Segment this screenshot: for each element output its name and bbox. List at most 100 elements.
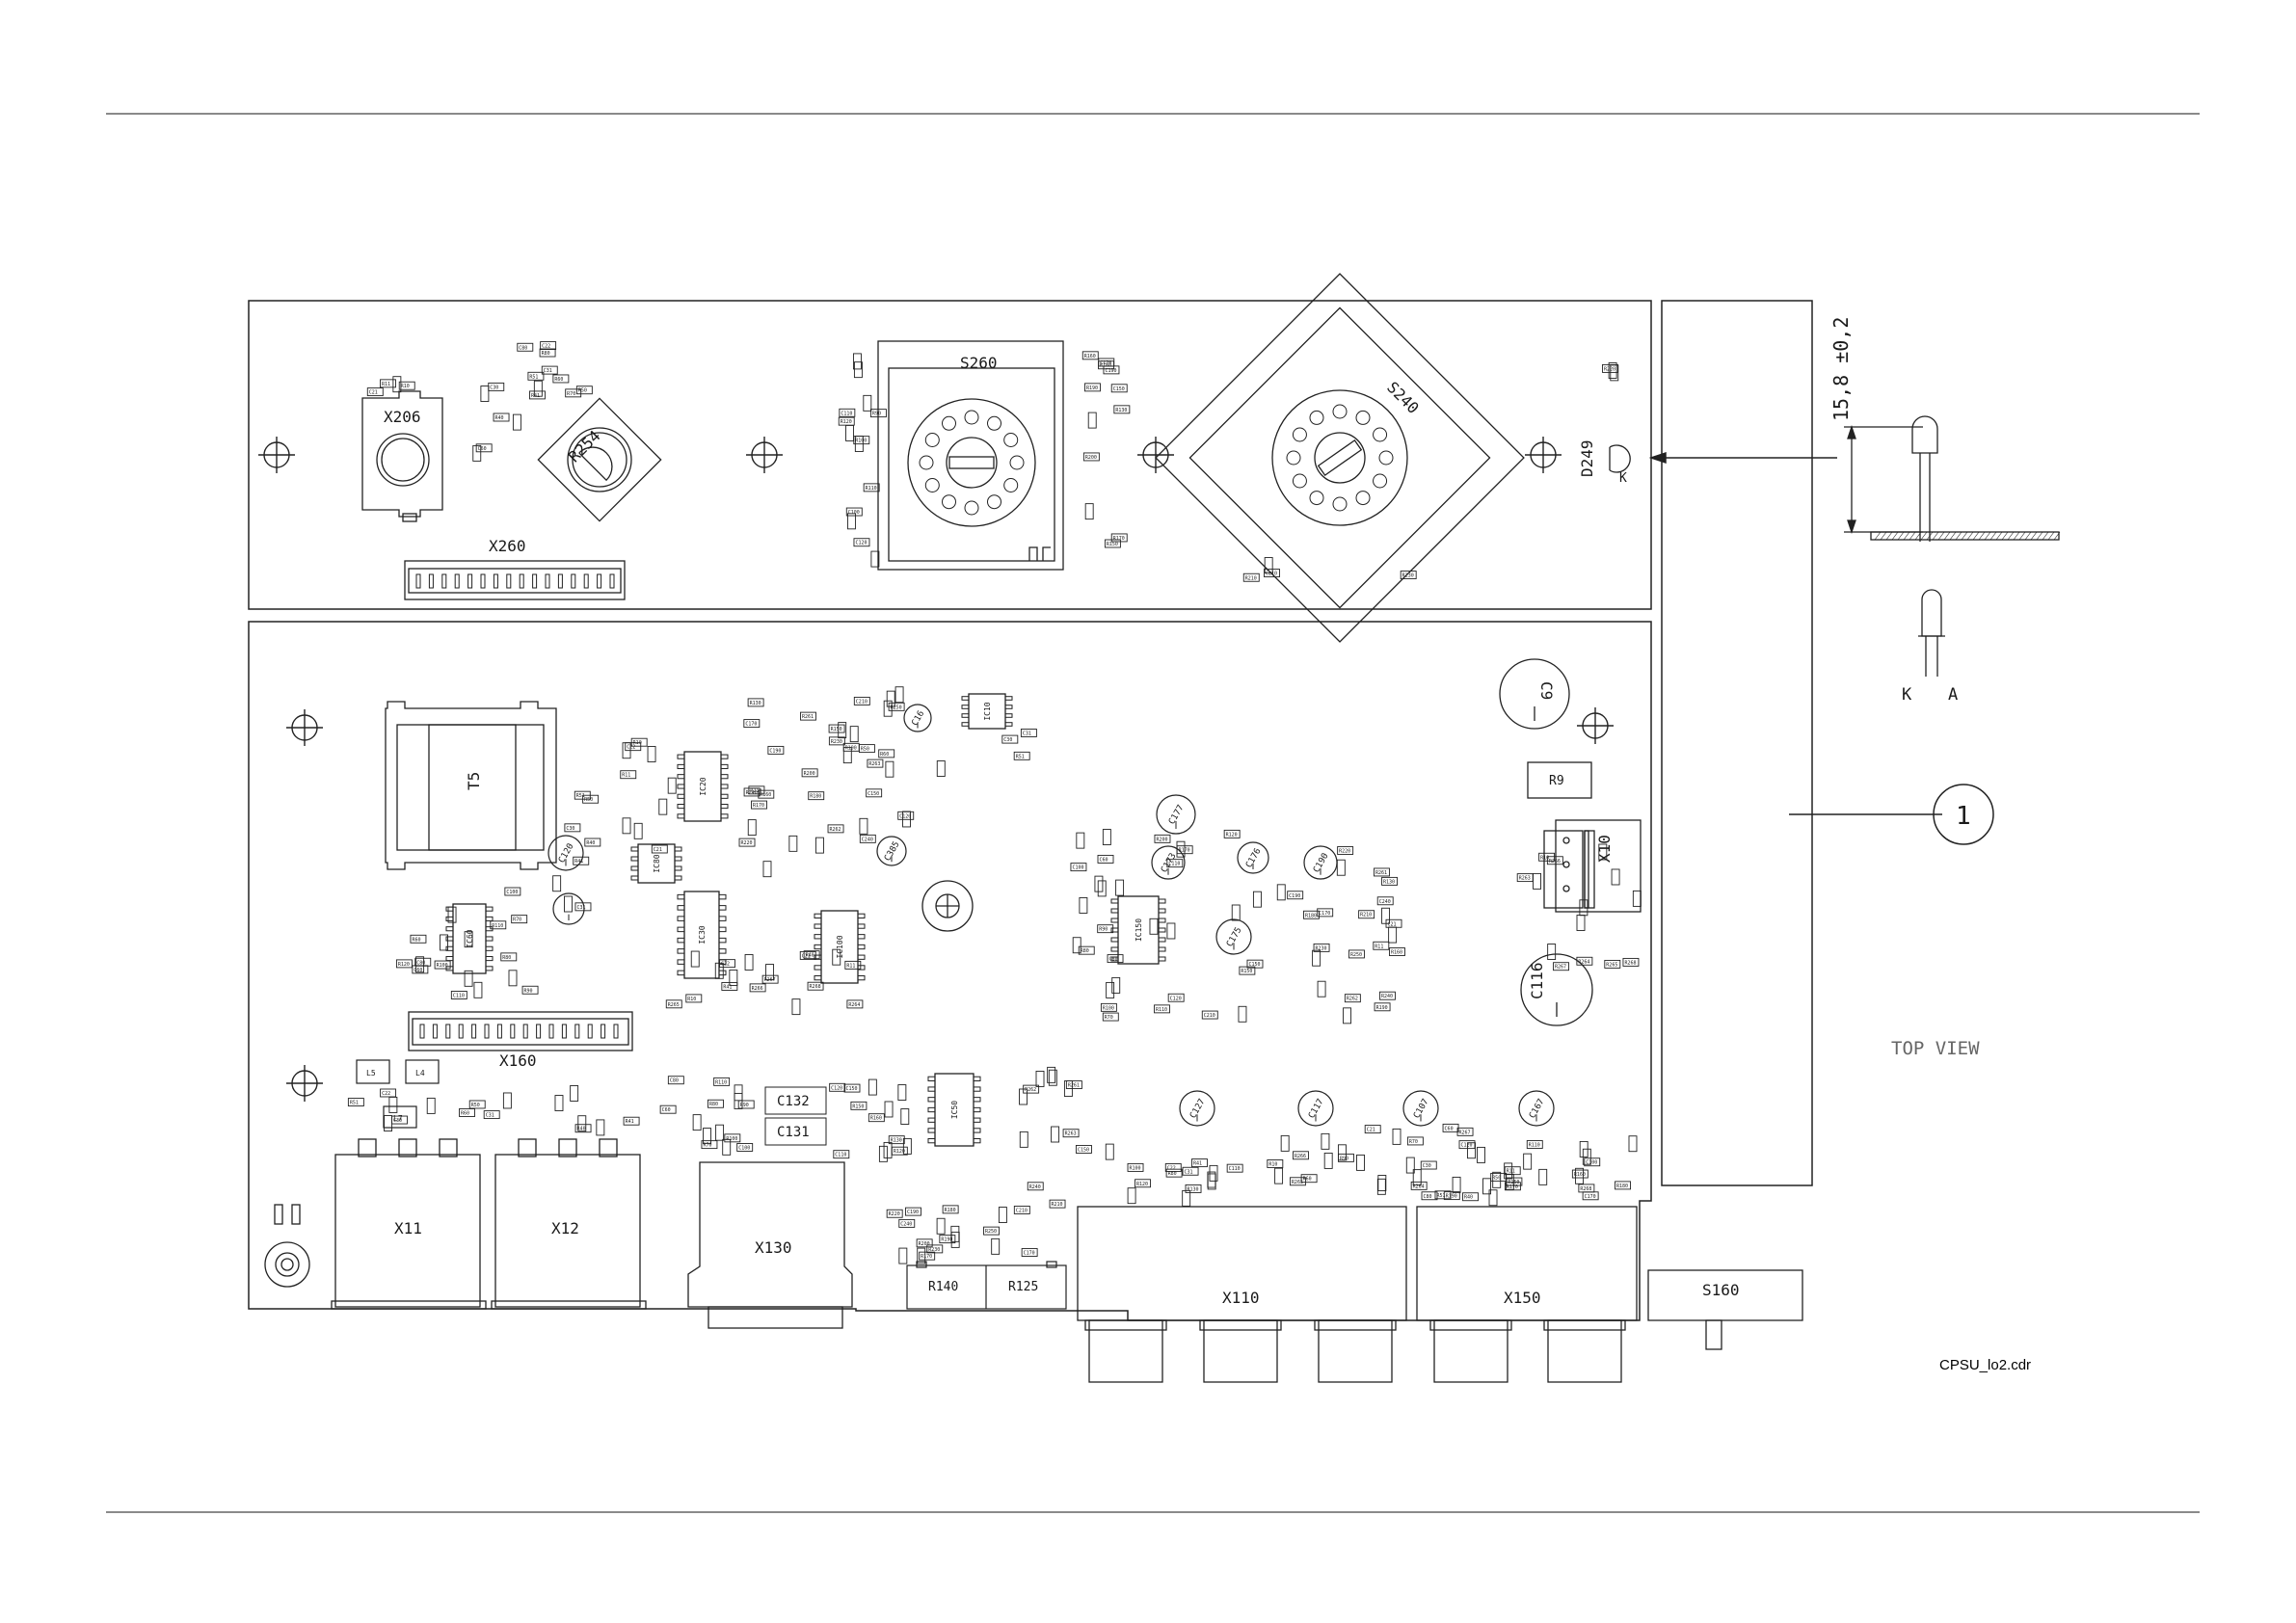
ic-pin bbox=[1110, 927, 1119, 933]
smd-part bbox=[1149, 918, 1159, 935]
ic-pin bbox=[445, 936, 454, 942]
smd-part bbox=[1019, 1088, 1028, 1105]
smd-label: R10 bbox=[1540, 855, 1549, 861]
smd-part bbox=[1084, 383, 1101, 392]
ic-pin bbox=[927, 1117, 936, 1123]
smd-part bbox=[1049, 1199, 1066, 1209]
ic-pin bbox=[973, 1097, 981, 1103]
smd-label: R110 bbox=[715, 1079, 727, 1085]
ic-pin bbox=[485, 916, 494, 921]
smd-part bbox=[767, 745, 785, 755]
label-l4: L4 bbox=[415, 1069, 425, 1078]
header-pin bbox=[441, 573, 447, 589]
smd-part bbox=[564, 823, 581, 833]
label-s160: S160 bbox=[1702, 1281, 1740, 1299]
ic-pin bbox=[961, 705, 970, 709]
smd-part bbox=[1462, 1192, 1479, 1202]
smd-part bbox=[703, 1128, 711, 1145]
smd-part bbox=[410, 934, 427, 944]
ic-label: IC30 bbox=[698, 925, 707, 944]
smd-label: C80 bbox=[519, 345, 527, 351]
smd-part bbox=[564, 895, 573, 913]
smd-part bbox=[1102, 1012, 1119, 1022]
smd-part bbox=[845, 507, 863, 517]
smd-part bbox=[380, 379, 396, 388]
smd-part bbox=[833, 1150, 850, 1159]
smd-label: C120 bbox=[1461, 1143, 1473, 1149]
switch-contact bbox=[1355, 491, 1371, 506]
radial-capacitor bbox=[1237, 841, 1269, 874]
smd-part bbox=[1082, 452, 1100, 462]
smd-part bbox=[630, 737, 648, 747]
switch-s160 bbox=[1647, 1269, 1803, 1350]
ic-pin bbox=[630, 846, 639, 852]
ic-pin bbox=[720, 763, 729, 769]
smd-label: R180 bbox=[1616, 1184, 1628, 1189]
smd-part bbox=[1166, 922, 1176, 940]
switch-contact bbox=[919, 455, 934, 470]
smd-part bbox=[898, 1247, 908, 1264]
hatch-line bbox=[1880, 531, 1887, 541]
smd-label: C60 bbox=[662, 1107, 671, 1113]
smd-part bbox=[707, 1099, 724, 1108]
smd-label: R250 bbox=[891, 705, 902, 710]
smd-part bbox=[1482, 1178, 1491, 1195]
smd-part bbox=[1379, 991, 1396, 1000]
smd-label: C210 bbox=[1016, 1208, 1028, 1213]
smd-label: R262 bbox=[1025, 1087, 1036, 1093]
smd-label: R80 bbox=[1081, 948, 1089, 954]
smd-part bbox=[1223, 829, 1241, 838]
smd-part bbox=[1323, 1152, 1333, 1169]
smd-label: C100 bbox=[738, 1145, 750, 1151]
smd-part bbox=[395, 959, 413, 969]
smd-part bbox=[1312, 949, 1322, 967]
smd-label: R263 bbox=[868, 761, 880, 767]
smd-part bbox=[1317, 980, 1326, 998]
header-pin bbox=[548, 1024, 554, 1039]
smd-label: C150 bbox=[868, 791, 879, 797]
smd-label: R264 bbox=[1578, 959, 1589, 965]
smd-part bbox=[744, 954, 754, 971]
smd-part bbox=[1019, 1131, 1028, 1148]
header-pin bbox=[597, 573, 602, 589]
ic-pin bbox=[814, 923, 822, 929]
smd-label: R41 bbox=[574, 859, 583, 865]
smd-part bbox=[1207, 1173, 1216, 1190]
smd-part bbox=[502, 1092, 512, 1109]
smd-part bbox=[574, 1124, 592, 1133]
ic-pin bbox=[677, 937, 685, 944]
smd-label: C22 bbox=[542, 344, 550, 350]
smd-label: R100 bbox=[437, 963, 448, 969]
led-side-view bbox=[1844, 415, 2061, 542]
smd-part bbox=[541, 365, 558, 375]
smd-part bbox=[1442, 1123, 1459, 1132]
smd-part bbox=[800, 711, 816, 721]
smd-part bbox=[1182, 1189, 1191, 1207]
ic-pin bbox=[674, 846, 682, 852]
header-pin bbox=[467, 573, 473, 589]
smd-label: R268 bbox=[1580, 1186, 1591, 1192]
smd-label: R160 bbox=[760, 792, 771, 798]
header-pin bbox=[557, 573, 563, 589]
smd-part bbox=[1575, 1167, 1585, 1184]
label-s260: S260 bbox=[960, 354, 998, 372]
smd-part bbox=[936, 760, 946, 777]
smd-part bbox=[1622, 957, 1640, 967]
header-pin bbox=[510, 1024, 516, 1039]
ic-pin bbox=[973, 1106, 981, 1113]
smd-label: C80 bbox=[1424, 1194, 1432, 1200]
smd-part bbox=[1421, 1191, 1438, 1201]
ic-pin bbox=[814, 944, 822, 950]
file-label: CPSU_lo2.cdr bbox=[1939, 1357, 2031, 1373]
radial-capacitor bbox=[1297, 1090, 1334, 1127]
ic-pin bbox=[1004, 713, 1013, 718]
smd-part bbox=[1412, 1169, 1422, 1186]
smd-part bbox=[1127, 1162, 1144, 1172]
smd-label: C31 bbox=[1185, 1169, 1193, 1175]
smd-label: C170 bbox=[1319, 911, 1330, 917]
smd-part bbox=[1317, 908, 1334, 918]
smd-label: R190 bbox=[1446, 1194, 1457, 1200]
smd-label: C31 bbox=[1023, 731, 1031, 736]
smd-part bbox=[1020, 729, 1037, 737]
